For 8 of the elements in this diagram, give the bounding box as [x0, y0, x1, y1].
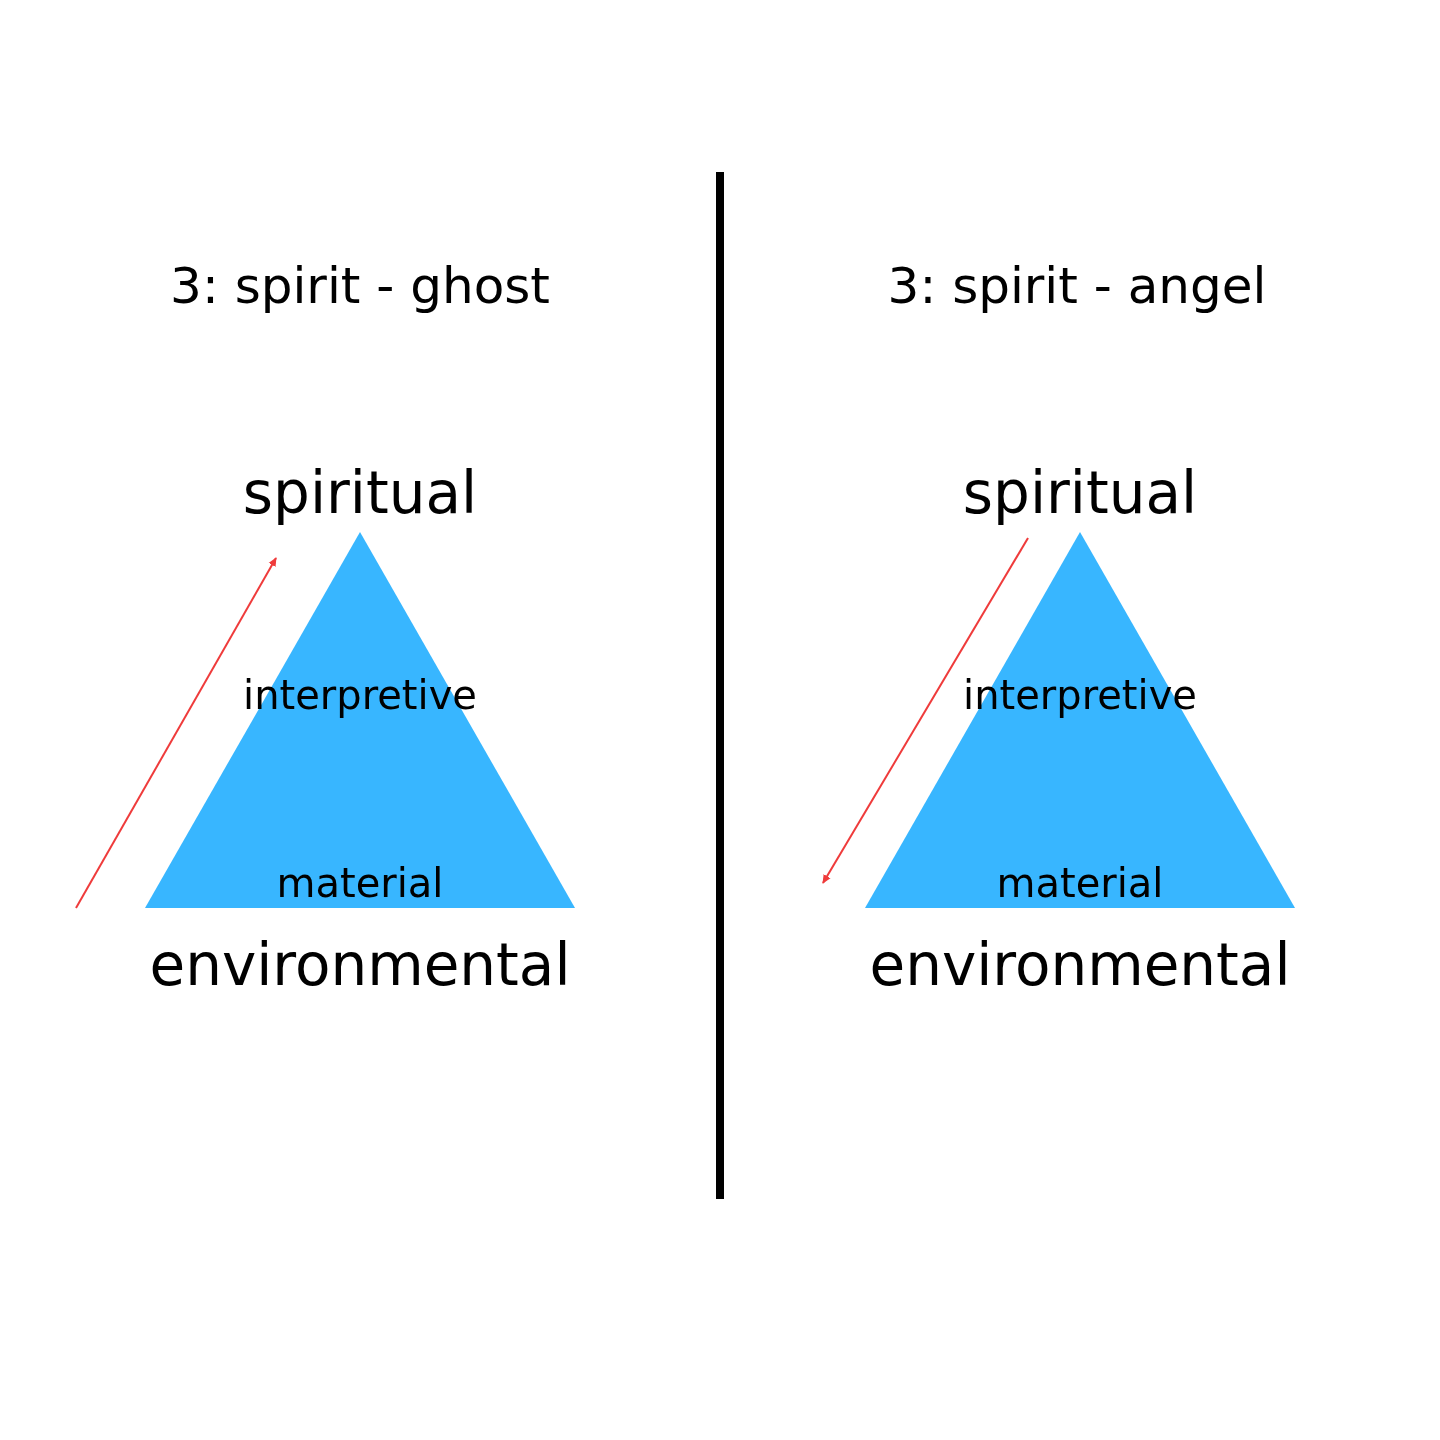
panel-heading: 3: spirit - ghost	[170, 258, 550, 316]
base-label: environmental	[149, 932, 571, 999]
apex-label: spiritual	[242, 460, 478, 527]
level-label: material	[996, 860, 1164, 906]
apex-label: spiritual	[962, 460, 1198, 527]
level-label: material	[276, 860, 444, 906]
base-label: environmental	[869, 932, 1291, 999]
panel-heading: 3: spirit - angel	[887, 258, 1267, 316]
